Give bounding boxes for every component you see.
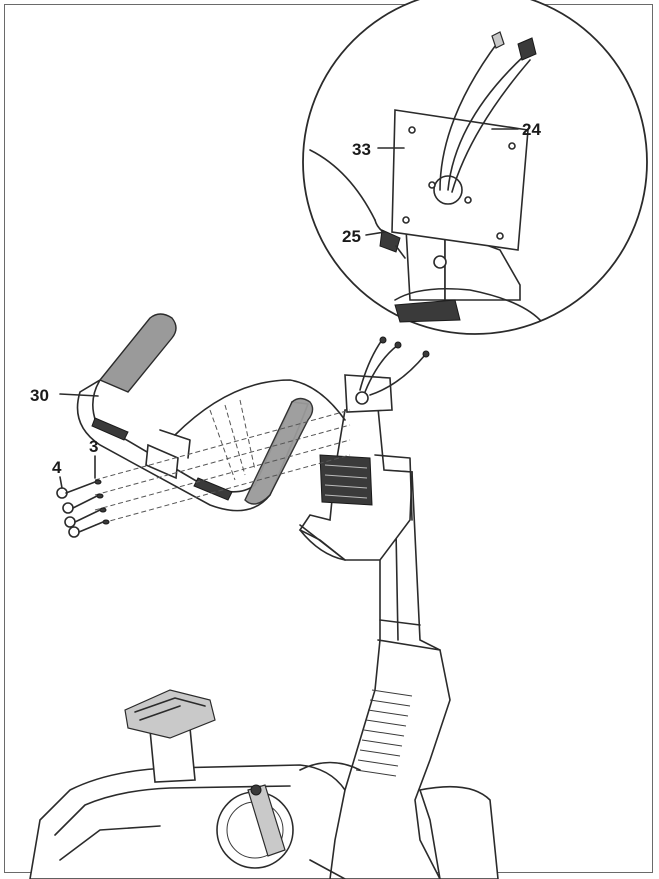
tube-ribs	[355, 689, 413, 777]
detail-magnifier	[302, 0, 648, 335]
callout-25: 25	[342, 227, 361, 246]
bike-frame	[29, 469, 499, 879]
leader-30	[59, 393, 99, 397]
console-mast	[298, 336, 430, 561]
callout-24: 24	[522, 120, 541, 139]
connector-icon	[379, 229, 401, 253]
fasteners	[56, 479, 110, 538]
detail-console-top	[394, 299, 461, 323]
leader-25	[365, 231, 386, 236]
callout-4: 4	[52, 458, 62, 477]
pulse-sensor-right	[193, 477, 233, 501]
pulse-sensor-left	[91, 417, 129, 441]
washer-icon	[94, 479, 102, 485]
mounting-plate-small	[344, 374, 393, 413]
callout-33: 33	[352, 140, 371, 159]
callout-3: 3	[89, 437, 98, 456]
leader-4	[59, 476, 63, 489]
callout-30: 30	[30, 386, 49, 405]
alignment-lines	[94, 399, 351, 526]
